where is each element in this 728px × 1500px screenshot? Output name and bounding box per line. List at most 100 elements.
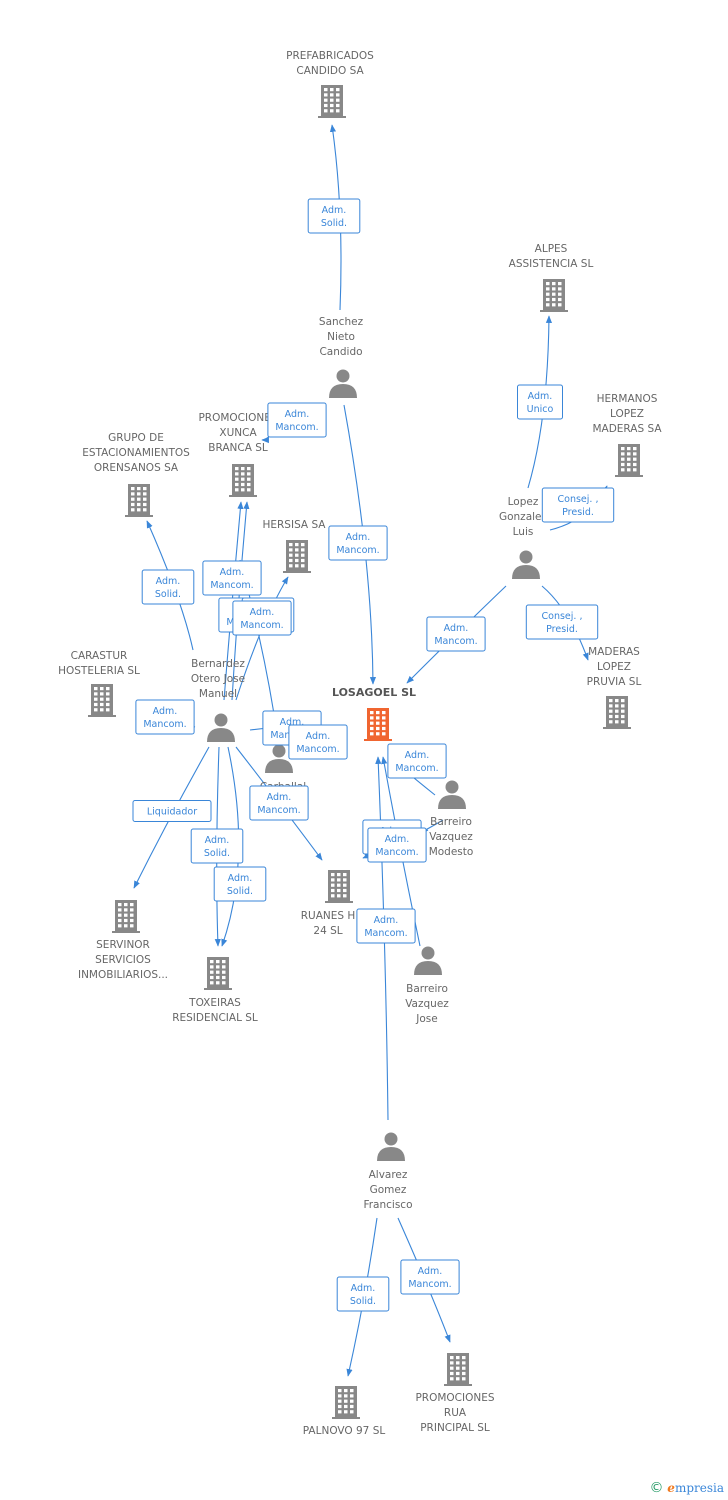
role-label[interactable]: Adm.Mancom. [426,616,486,652]
node-label-line: PROMOCIONES [198,412,277,424]
role-label[interactable]: Adm.Mancom. [328,525,388,561]
role-label[interactable]: Adm.Solid. [213,866,267,902]
role-text: Adm. [153,706,178,717]
company-node-hersisa[interactable]: HERSISA SA [262,519,326,573]
building-icon [444,1353,472,1386]
building-icon [112,900,140,933]
node-label-line: Vazquez [429,831,473,843]
building-icon [125,484,153,517]
brand-footer: © empresia [649,1480,724,1496]
role-text: Mancom. [364,928,407,939]
role-label[interactable]: Consej. ,Presid. [525,604,599,640]
role-text: Presid. [562,507,594,518]
role-label[interactable]: Adm.Mancom. [367,827,427,863]
node-label-line: MADERAS [588,646,640,658]
role-text: Adm. [280,717,305,728]
role-text: Mancom. [296,744,339,755]
node-label-line: HERMANOS [597,393,658,405]
node-label-line: Jose [415,1013,437,1025]
node-label-line: ALPES [535,243,568,255]
company-node-losagoel[interactable]: LOSAGOEL SL [332,686,416,741]
role-label[interactable]: Adm.Solid. [190,828,244,864]
role-label[interactable]: Adm.Solid. [307,198,361,234]
role-text: Solid. [321,218,347,229]
node-label-line: Alvarez [369,1169,408,1181]
role-label[interactable]: Liquidador [132,800,212,822]
person-icon [329,369,357,398]
building-icon [88,684,116,717]
role-text: Adm. [205,835,230,846]
role-text: Adm. [418,1266,443,1277]
node-label-line: GRUPO DE [108,432,164,444]
role-label[interactable]: Adm.Solid. [336,1276,390,1312]
relation-edge-e26 [375,756,389,1121]
node-label-line: Otero Jose [191,673,245,685]
role-label[interactable]: Adm.Unico [517,384,563,420]
node-label-line: ORENSANOS SA [94,462,179,474]
role-text: Mancom. [375,847,418,858]
role-text: Adm. [156,576,181,587]
role-label[interactable]: Adm.Mancom. [356,908,416,944]
role-text: Adm. [228,873,253,884]
role-text: Liquidador [147,807,197,818]
role-label[interactable]: Adm.Mancom. [288,724,348,760]
role-label[interactable]: Adm.Mancom. [387,743,447,779]
role-text: Mancom. [434,636,477,647]
node-label-line: Barreiro [406,983,448,995]
node-label-line: CARASTUR [71,650,128,662]
building-icon [318,85,346,118]
role-label[interactable]: Adm. Mancom. [135,699,195,735]
brand-initial: e [667,1481,675,1495]
role-label[interactable]: Adm.Mancom. [232,600,292,636]
building-icon [229,464,257,497]
role-label[interactable]: Adm.Mancom. [400,1259,460,1295]
role-label[interactable]: Adm.Mancom. [267,402,327,438]
node-label-line: RUANES H [301,910,356,922]
company-node-palnovo[interactable]: PALNOVO 97 SL [303,1386,386,1437]
role-label[interactable]: Adm. Solid. [141,569,195,605]
role-text: Consej. , [558,494,599,505]
node-label-line: ASSISTENCIA SL [509,258,594,270]
node-label-line: PRINCIPAL SL [420,1422,490,1434]
building-icon [283,540,311,573]
company-node-promocionesrua[interactable]: PROMOCIONES RUA PRINCIPAL SL [415,1353,495,1434]
role-text: Mancom. [143,719,186,730]
person-icon [438,780,466,809]
company-node-servinor[interactable]: SERVINORSERVICIOSINMOBILIARIOS... [78,900,168,981]
node-label-line: PROMOCIONES [415,1392,494,1404]
company-node-grupo[interactable]: GRUPO DE ESTACIONAMIENTOS ORENSANOS SA [82,432,190,517]
node-label-line: Gonzalez [499,511,548,523]
role-label[interactable]: Adm.Mancom. [249,785,309,821]
company-node-ruanes[interactable]: RUANES H 24 SL [301,870,356,937]
role-text: Mancom. [395,763,438,774]
node-label-line: INMOBILIARIOS... [78,969,168,981]
company-node-alpes[interactable]: ALPES ASSISTENCIA SL [509,243,594,312]
role-label[interactable]: Adm.Mancom. [202,560,262,596]
person-icon [377,1132,405,1161]
role-text: Mancom. [275,422,318,433]
node-label-line: 24 SL [313,925,342,937]
building-icon [325,870,353,903]
role-text: Mancom. [210,580,253,591]
role-text: Adm. [528,391,553,402]
person-icon [512,550,540,579]
node-label-line: CANDIDO SA [296,65,364,77]
node-label-line: ESTACIONAMIENTOS [82,447,190,459]
role-label[interactable]: Consej. , Presid. [541,487,615,523]
node-label-line: MADERAS SA [592,423,662,435]
node-label-line: RUA [444,1407,467,1419]
role-text: Solid. [155,589,181,600]
